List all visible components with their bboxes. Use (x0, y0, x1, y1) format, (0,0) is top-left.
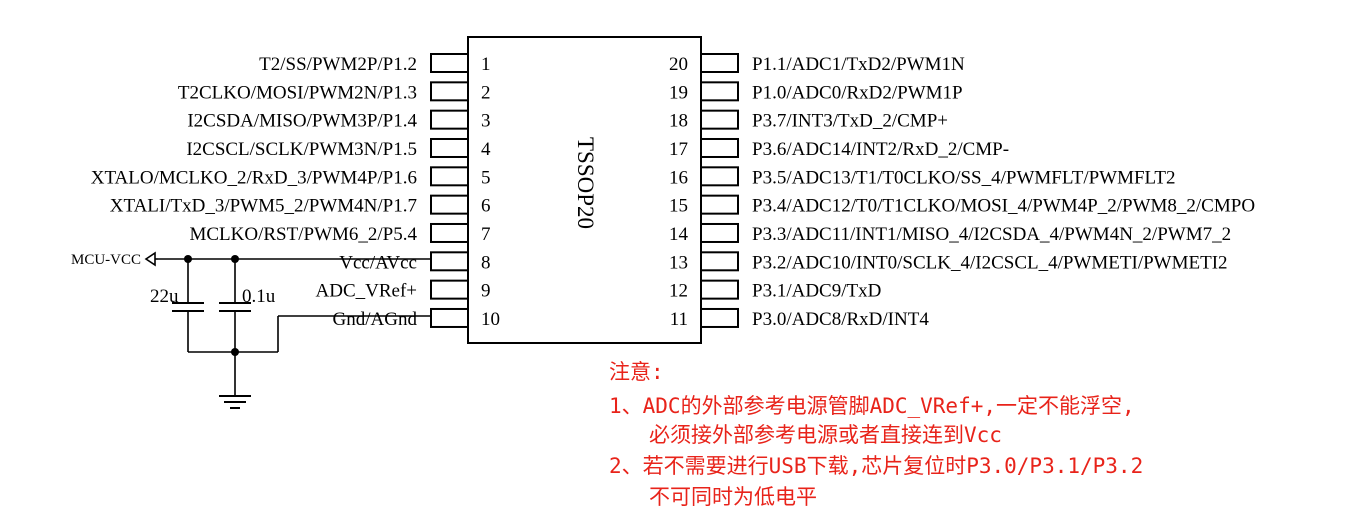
pin-number: 4 (481, 139, 491, 160)
cap1-value: 22u (150, 286, 179, 307)
pin-box (430, 222, 469, 243)
pin-number: 2 (481, 82, 491, 103)
pin-box (430, 166, 469, 187)
pin-box (700, 194, 739, 215)
pin-label: T2/SS/PWM2P/P1.2 (259, 54, 417, 75)
pin-label: P3.6/ADC14/INT2/RxD_2/CMP- (752, 139, 1009, 160)
vcc-net-label: MCU-VCC (71, 252, 141, 268)
pin-number: 11 (670, 309, 688, 330)
pin-label: P3.1/ADC9/TxD (752, 281, 881, 302)
note-title: 注意: (609, 360, 664, 384)
pin-box (430, 279, 469, 300)
note-line-1-cont: 必须接外部参考电源或者直接连到Vcc (649, 423, 1002, 447)
pin-number: 9 (481, 281, 491, 302)
pin-number: 1 (481, 54, 491, 75)
pin-number: 10 (481, 309, 500, 330)
pin-number: 14 (669, 224, 689, 245)
pin-box (700, 137, 739, 158)
pin-label: P3.2/ADC10/INT0/SCLK_4/I2CSCL_4/PWMETI/P… (752, 252, 1228, 273)
note-line-2-cont: 不可同时为低电平 (649, 485, 817, 509)
pin-number: 16 (669, 167, 688, 188)
pin-number: 18 (669, 111, 688, 132)
pin-number: 17 (669, 139, 688, 160)
pin-label: P1.0/ADC0/RxD2/PWM1P (752, 82, 963, 103)
pin-box (430, 251, 469, 272)
pin-label: P3.0/ADC8/RxD/INT4 (752, 309, 929, 330)
pin-label: Vcc/AVcc (339, 252, 417, 273)
pin-label: P3.4/ADC12/T0/T1CLKO/MOSI_4/PWM4P_2/PWM8… (752, 196, 1255, 217)
pin-number: 7 (481, 224, 491, 245)
pin-number: 8 (481, 252, 491, 273)
right-pin-group: 20 P1.1/ADC1/TxD2/PWM1N 19 P1.0/ADC0/RxD2/P… (669, 53, 1255, 330)
pin-box (700, 251, 739, 272)
left-pin-group: 1 T2/SS/PWM2P/P1.2 2 T2CLKO/MOSI/PWM2N/P1.3… (91, 53, 500, 330)
junction-dot (184, 255, 192, 263)
pin-label: P3.7/INT3/TxD_2/CMP+ (752, 111, 948, 132)
pin-label: Gnd/AGnd (333, 309, 418, 330)
pin-label: XTALO/MCLKO_2/RxD_3/PWM4P/P1.6 (91, 167, 417, 188)
power-circuit (144, 251, 430, 409)
pin-number: 15 (669, 196, 688, 217)
ic-body (467, 36, 702, 344)
pin-label: XTALI/TxD_3/PWM5_2/PWM4N/P1.7 (110, 196, 417, 217)
pin-number: 5 (481, 167, 491, 188)
pin-box (700, 166, 739, 187)
pin-number: 19 (669, 82, 688, 103)
pin-box (430, 137, 469, 158)
pin-number: 20 (669, 54, 688, 75)
junction-dot (231, 255, 239, 263)
pin-number: 3 (481, 111, 491, 132)
pin-label: ADC_VRef+ (316, 281, 418, 302)
pin-box (430, 307, 469, 328)
pin-box (430, 53, 469, 73)
pin-box (700, 81, 739, 102)
pin-number: 12 (669, 281, 688, 302)
pin-label: I2CSCL/SCLK/PWM3N/P1.5 (186, 139, 417, 160)
cap2-value: 0.1u (242, 286, 276, 307)
pin-number: 6 (481, 196, 491, 217)
pin-box (700, 279, 739, 300)
note-line-2: 2、若不需要进行USB下载,芯片复位时P3.0/P3.1/P3.2 (609, 454, 1144, 478)
pin-label: P3.5/ADC13/T1/T0CLKO/SS_4/PWMFLT/PWMFLT2 (752, 167, 1176, 188)
pin-label: I2CSDA/MISO/PWM3P/P1.4 (187, 111, 417, 132)
pin-box (430, 194, 469, 215)
pin-label: P1.1/ADC1/TxD2/PWM1N (752, 54, 965, 75)
pin-box (700, 53, 739, 73)
junction-dot (231, 348, 239, 356)
pin-label: T2CLKO/MOSI/PWM2N/P1.3 (178, 82, 417, 103)
pin-label: P3.3/ADC11/INT1/MISO_4/I2CSDA_4/PWM4N_2/… (752, 224, 1231, 245)
pin-box (700, 307, 739, 328)
pin-box (700, 109, 739, 130)
pin-box (430, 81, 469, 102)
pin-label: MCLKO/RST/PWM6_2/P5.4 (189, 224, 417, 245)
pin-box (700, 222, 739, 243)
pin-box (430, 109, 469, 130)
package-label: TSSOP20 (573, 137, 598, 229)
pin-number: 13 (669, 252, 688, 273)
note-line-1: 1、ADC的外部参考电源管脚ADC_VRef+,一定不能浮空, (609, 394, 1135, 418)
